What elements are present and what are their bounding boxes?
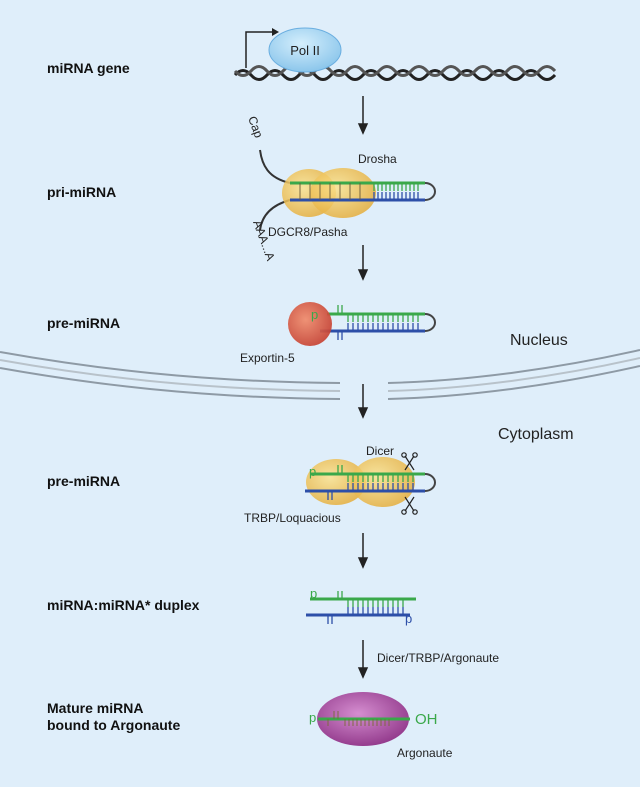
transcription-start-arrow — [245, 31, 272, 68]
cap-label: Cap — [245, 114, 266, 140]
trbp-label: TRBP/Loquacious — [244, 511, 341, 525]
exportin-5-label: Exportin-5 — [240, 351, 295, 365]
dna-double-helix — [233, 65, 557, 81]
stage-label-mature: Mature miRNA bound to Argonaute — [47, 700, 181, 733]
mature-hydroxyl: OH — [415, 711, 438, 728]
stage-label-pri-mirna: pri-miRNA — [47, 184, 117, 200]
pre-mirna-cytoplasm-hairpin — [305, 465, 436, 500]
nuclear-membrane — [0, 349, 640, 400]
pri-mirna-hairpin — [290, 181, 436, 202]
drosha-label: Drosha — [358, 152, 397, 166]
dicer-label: Dicer — [366, 444, 394, 458]
scissors-icon — [401, 496, 418, 515]
region-label-cytoplasm: Cytoplasm — [498, 426, 574, 443]
trbp-protein — [306, 459, 366, 505]
mirna-duplex — [306, 591, 416, 624]
pol-ii-enzyme — [268, 27, 342, 73]
pre-mirna-nucleus-phosphate: p — [311, 307, 318, 322]
stage-label-mirna-gene: miRNA gene — [47, 60, 130, 76]
pri-mirna-5-tail — [259, 149, 291, 184]
process-arrows — [357, 96, 369, 679]
stage-label-duplex: miRNA:miRNA* duplex — [47, 597, 200, 613]
dgcr8-label: DGCR8/Pasha — [268, 225, 348, 239]
duplex-guide-phosphate: p — [310, 586, 317, 601]
region-label-nucleus: Nucleus — [510, 332, 568, 349]
stage-label-pre-mirna-nucleus: pre-miRNA — [47, 315, 121, 331]
mature-phosphate: p — [309, 710, 316, 725]
drosha-protein — [310, 168, 376, 218]
stage-label-pre-mirna-cytoplasm: pre-miRNA — [47, 473, 121, 489]
mature-mirna-strand — [318, 711, 410, 726]
scissors-icon — [401, 452, 418, 471]
argonaute-label: Argonaute — [397, 746, 453, 760]
pre-mirna-cytoplasm-phosphate: p — [309, 464, 316, 479]
exportin-5-protein — [288, 302, 332, 346]
duplex-passenger-phosphate: p — [405, 611, 412, 626]
pre-mirna-nucleus-hairpin — [320, 305, 436, 340]
dicer-trbp-argonaute-label: Dicer/TRBP/Argonaute — [377, 651, 499, 665]
pol-ii-label: Pol II — [290, 43, 320, 58]
